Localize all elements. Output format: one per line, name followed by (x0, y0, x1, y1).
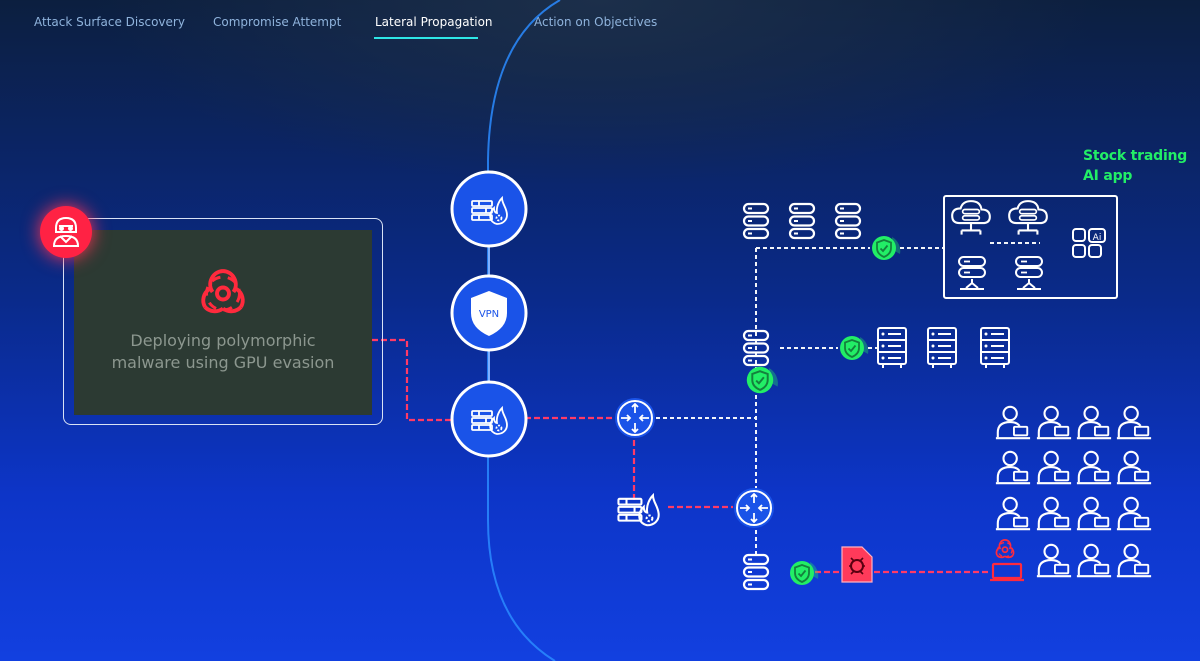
user-workstation-icon[interactable] (1035, 450, 1073, 485)
attack-status-panel: Deploying polymorphic malware using GPU … (74, 230, 372, 415)
tab-lateral-propagation[interactable]: Lateral Propagation (375, 15, 493, 29)
malware-file-icon[interactable] (841, 546, 873, 583)
vpn-shield-icon (471, 291, 507, 336)
user-workstation-icon[interactable] (1035, 543, 1073, 578)
user-workstation-icon[interactable] (1115, 496, 1153, 531)
stock-app-label: Stock trading AI app (1083, 146, 1187, 186)
tab-attack-surface-discovery[interactable]: Attack Surface Discovery (34, 15, 185, 29)
attack-message-line2: malware using GPU evasion (111, 353, 335, 372)
firewall-node-bottom[interactable] (450, 380, 528, 458)
user-workstation-icon[interactable] (1035, 496, 1073, 531)
infected-user-workstation[interactable] (990, 539, 1024, 582)
rack-server-icon[interactable] (926, 326, 958, 370)
shield-check-icon (745, 365, 779, 395)
vpn-node[interactable]: VPN (450, 274, 528, 352)
ai-label: Ai (1093, 233, 1102, 243)
biohazard-icon (201, 269, 245, 314)
server-stack-icon[interactable] (834, 202, 862, 240)
attack-message-line1: Deploying polymorphic (130, 331, 316, 350)
user-workstation-icon[interactable] (1115, 450, 1153, 485)
firewall-node-top[interactable] (450, 170, 528, 248)
cloud-server-icon (951, 200, 991, 236)
hacker-icon (40, 206, 92, 258)
attack-path (372, 338, 990, 574)
tab-compromise-attempt[interactable]: Compromise Attempt (213, 15, 342, 29)
shield-check-icon (871, 235, 902, 261)
user-workstation-icon[interactable] (1115, 543, 1153, 578)
rack-server-icon[interactable] (979, 326, 1011, 370)
active-tab-indicator (374, 37, 478, 39)
vpn-label: VPN (479, 309, 499, 320)
app-server-icon (1015, 256, 1043, 290)
rack-server-icon[interactable] (876, 326, 908, 370)
attack-message: Deploying polymorphic malware using GPU … (74, 330, 372, 374)
stock-trading-ai-app[interactable]: Ai (943, 195, 1118, 299)
user-workstation-icon[interactable] (994, 496, 1032, 531)
ai-app-icon (1072, 228, 1106, 258)
network-links (656, 242, 1040, 558)
server-stack-icon[interactable] (788, 202, 816, 240)
user-workstation-icon[interactable] (1035, 405, 1073, 440)
shield-check-icon (839, 335, 870, 361)
stage-tabs: Attack Surface Discovery Compromise Atte… (0, 0, 1200, 50)
biohazard-icon (995, 539, 1015, 559)
user-workstation-icon[interactable] (1115, 405, 1153, 440)
shield-check-icon (789, 560, 820, 586)
user-workstation-icon[interactable] (1075, 543, 1113, 578)
server-stack-icon[interactable] (742, 202, 770, 240)
router-node-2[interactable] (734, 488, 774, 528)
router-node-1[interactable] (615, 398, 655, 438)
app-server-icon (958, 256, 986, 290)
user-workstation-icon[interactable] (1075, 450, 1113, 485)
stock-app-label-line1: Stock trading (1083, 148, 1188, 164)
user-workstation-icon[interactable] (1075, 496, 1113, 531)
cloud-server-icon (1008, 200, 1048, 236)
user-workstation-icon[interactable] (994, 450, 1032, 485)
server-stack-icon[interactable] (742, 553, 770, 591)
stock-app-label-line2: AI app (1083, 168, 1133, 184)
tab-action-on-objectives[interactable]: Action on Objectives (534, 15, 658, 29)
firewall-icon[interactable] (617, 494, 660, 527)
user-workstation-icon[interactable] (994, 405, 1032, 440)
user-workstation-icon[interactable] (1075, 405, 1113, 440)
user-grid (990, 405, 1153, 582)
attack-status-card: Deploying polymorphic malware using GPU … (63, 218, 383, 425)
